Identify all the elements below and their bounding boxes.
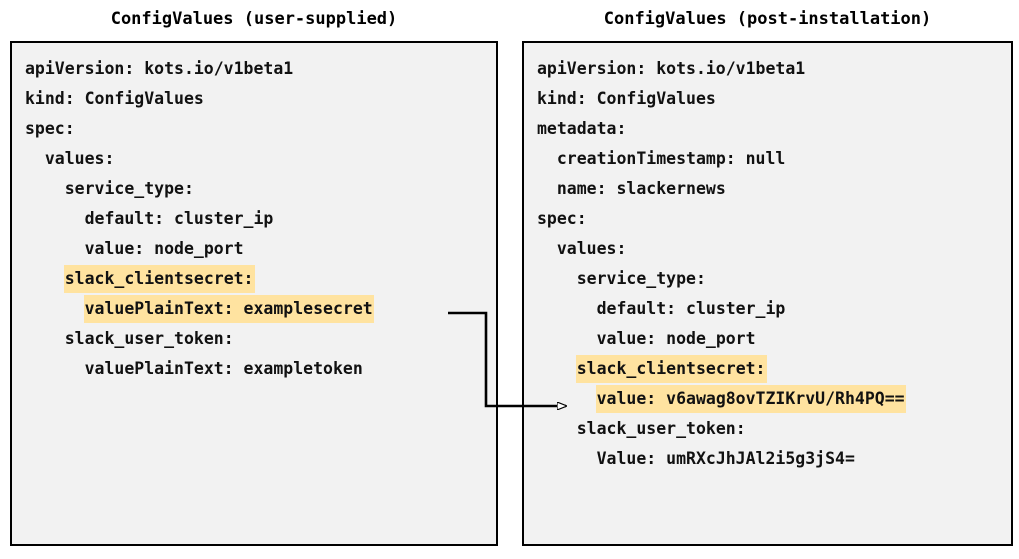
left-yaml-lines: apiVersion: kots.io/v1beta1 kind: ConfigV… <box>12 43 496 384</box>
yaml-indent <box>536 239 556 258</box>
right-yaml-box: apiVersion: kots.io/v1beta1 kind: ConfigV… <box>522 41 1013 546</box>
yaml-line: metadata: <box>524 114 1011 144</box>
yaml-indent <box>536 419 576 438</box>
yaml-line: default: cluster_ip <box>524 294 1011 324</box>
yaml-indent <box>24 299 84 318</box>
yaml-line: value: v6awag8ovTZIKrvU/Rh4PQ== <box>524 384 1011 414</box>
yaml-line: apiVersion: kots.io/v1beta1 <box>524 54 1011 84</box>
yaml-line: apiVersion: kots.io/v1beta1 <box>12 54 496 84</box>
yaml-line: slack_clientsecret: <box>524 354 1011 384</box>
yaml-line-text: values: <box>556 239 627 258</box>
yaml-line-text: value: v6awag8ovTZIKrvU/Rh4PQ== <box>595 385 906 413</box>
right-panel-title: ConfigValues (post-installation) <box>603 9 932 29</box>
yaml-line-text: slack_clientsecret: <box>63 265 255 293</box>
yaml-line: default: cluster_ip <box>12 204 496 234</box>
yaml-line: value: node_port <box>12 234 496 264</box>
left-yaml-box: apiVersion: kots.io/v1beta1 kind: ConfigV… <box>10 41 498 546</box>
yaml-line: name: slackernews <box>524 174 1011 204</box>
yaml-line: values: <box>12 144 496 174</box>
yaml-line-text: kind: ConfigValues <box>25 89 204 108</box>
yaml-line-text: name: slackernews <box>556 179 726 198</box>
yaml-line-text: service_type: <box>576 269 706 288</box>
yaml-line-text: spec: <box>25 119 75 138</box>
right-yaml-lines: apiVersion: kots.io/v1beta1 kind: ConfigV… <box>524 43 1011 474</box>
yaml-line-text: value: node_port <box>84 239 244 258</box>
yaml-indent <box>536 449 596 468</box>
yaml-line-text: service_type: <box>64 179 194 198</box>
yaml-line-text: value: node_port <box>596 329 756 348</box>
yaml-line: slack_user_token: <box>524 414 1011 444</box>
yaml-indent <box>536 269 576 288</box>
yaml-indent <box>24 359 84 378</box>
yaml-line: slack_user_token: <box>12 324 496 354</box>
yaml-line-text: metadata: <box>537 119 627 138</box>
yaml-indent <box>24 239 84 258</box>
yaml-indent <box>536 179 556 198</box>
yaml-line-text: slack_user_token: <box>64 329 234 348</box>
yaml-line-text: valuePlainText: examplesecret <box>83 295 374 323</box>
yaml-line-text: slack_clientsecret: <box>575 355 767 383</box>
yaml-line-text: apiVersion: kots.io/v1beta1 <box>25 59 294 78</box>
yaml-line: valuePlainText: examplesecret <box>12 294 496 324</box>
yaml-indent <box>24 209 84 228</box>
yaml-line: values: <box>524 234 1011 264</box>
yaml-indent <box>24 329 64 348</box>
yaml-line: creationTimestamp: null <box>524 144 1011 174</box>
yaml-line: Value: umRXcJhJAl2i5g3jS4= <box>524 444 1011 474</box>
yaml-line-text: valuePlainText: exampletoken <box>84 359 363 378</box>
yaml-indent <box>536 149 556 168</box>
yaml-line-text: default: cluster_ip <box>84 209 274 228</box>
yaml-line-text: default: cluster_ip <box>596 299 786 318</box>
yaml-indent <box>536 389 596 408</box>
yaml-line-text: spec: <box>537 209 587 228</box>
left-panel-title: ConfigValues (user-supplied) <box>110 9 398 29</box>
yaml-line-text: creationTimestamp: null <box>556 149 786 168</box>
yaml-indent <box>536 299 596 318</box>
yaml-indent <box>536 329 596 348</box>
yaml-line-text: values: <box>44 149 115 168</box>
yaml-line: spec: <box>524 204 1011 234</box>
yaml-line: service_type: <box>524 264 1011 294</box>
yaml-indent <box>536 359 576 378</box>
yaml-indent <box>24 179 64 198</box>
yaml-line: slack_clientsecret: <box>12 264 496 294</box>
yaml-indent <box>24 269 64 288</box>
yaml-line: value: node_port <box>524 324 1011 354</box>
yaml-line-text: Value: umRXcJhJAl2i5g3jS4= <box>596 449 855 468</box>
yaml-indent <box>24 149 44 168</box>
yaml-line: spec: <box>12 114 496 144</box>
yaml-line-text: apiVersion: kots.io/v1beta1 <box>537 59 806 78</box>
yaml-line: kind: ConfigValues <box>12 84 496 114</box>
yaml-line: kind: ConfigValues <box>524 84 1011 114</box>
yaml-line-text: slack_user_token: <box>576 419 746 438</box>
yaml-line-text: kind: ConfigValues <box>537 89 716 108</box>
yaml-line: service_type: <box>12 174 496 204</box>
yaml-line: valuePlainText: exampletoken <box>12 354 496 384</box>
